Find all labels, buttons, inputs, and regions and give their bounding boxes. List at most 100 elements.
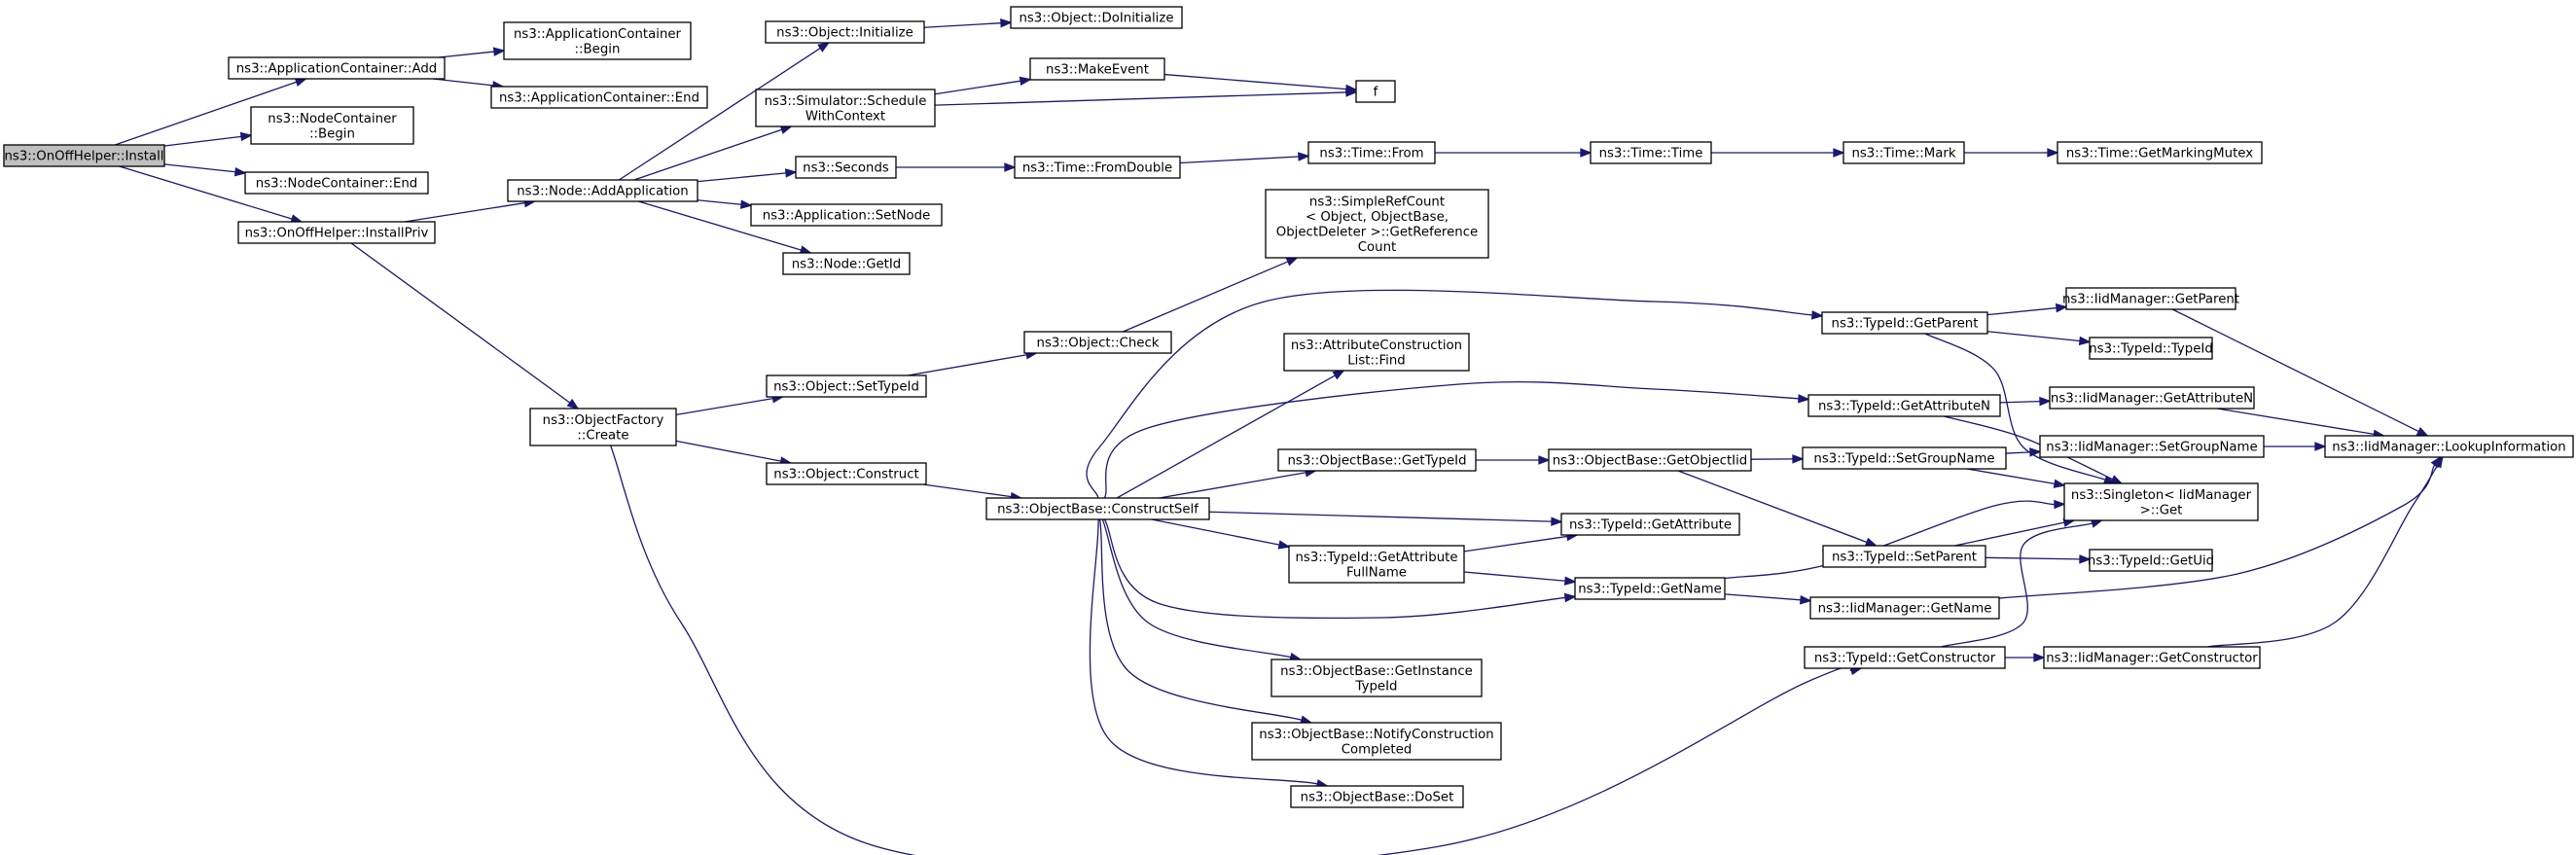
node-label: TypeId bbox=[1355, 679, 1398, 694]
node-iid-getparent[interactable]: ns3::IidManager::GetParent bbox=[2062, 287, 2239, 310]
node-addapp[interactable]: ns3::Node::AddApplication bbox=[507, 179, 698, 202]
node-label: ns3::Time::FromDouble bbox=[1022, 161, 1172, 176]
node-nc-end[interactable]: ns3::NodeContainer::End bbox=[244, 171, 429, 195]
node-app-setnode[interactable]: ns3::Application::SetNode bbox=[750, 203, 943, 227]
edge-line bbox=[1941, 522, 2093, 648]
node-label: ns3::ObjectBase::DoSet bbox=[1301, 791, 1454, 805]
edge-line bbox=[1103, 518, 1566, 620]
edge-addapp-to-app_setnode bbox=[697, 199, 753, 209]
node-tid-getuid[interactable]: ns3::TypeId::GetUid bbox=[2088, 549, 2214, 572]
node-seconds[interactable]: ns3::Seconds bbox=[795, 156, 897, 179]
node-tid-getname[interactable]: ns3::TypeId::GetName bbox=[1574, 577, 1726, 600]
node-ac-end[interactable]: ns3::ApplicationContainer::End bbox=[490, 86, 708, 109]
edge-line bbox=[1103, 380, 1800, 499]
arrowhead bbox=[1019, 76, 1032, 86]
arrowhead bbox=[2314, 442, 2327, 451]
node-iid-lookup[interactable]: ns3::IidManager::LookupInformation bbox=[2324, 435, 2574, 458]
node-ob-doset[interactable]: ns3::ObjectBase::DoSet bbox=[1290, 785, 1464, 808]
node-box bbox=[244, 171, 429, 195]
node-tid-getparent[interactable]: ns3::TypeId::GetParent bbox=[1821, 311, 1988, 335]
edge-line bbox=[609, 445, 1855, 855]
node-ob-notify[interactable]: ns3::ObjectBase::NotifyConstructionCompl… bbox=[1251, 722, 1502, 761]
node-f[interactable]: f bbox=[1355, 80, 1396, 103]
node-time-fromdouble[interactable]: ns3::Time::FromDouble bbox=[1014, 156, 1181, 179]
node-ob-gettypeid[interactable]: ns3::ObjectBase::GetTypeId bbox=[1277, 448, 1477, 472]
node-time-time[interactable]: ns3::Time::Time bbox=[1590, 141, 1712, 164]
edge-tid_setparent-to-singleton bbox=[1954, 517, 2076, 547]
node-nc-begin[interactable]: ns3::NodeContainer::Begin bbox=[250, 106, 414, 145]
arrowhead bbox=[492, 47, 506, 56]
node-ac-add[interactable]: ns3::ApplicationContainer::Add bbox=[228, 56, 446, 80]
edge-tid_setgroup-to-singleton bbox=[1966, 468, 2066, 488]
edge-line bbox=[432, 78, 494, 87]
node-objfactory[interactable]: ns3::ObjectFactory::Create bbox=[529, 408, 677, 446]
node-label: ns3::TypeId::SetGroupName bbox=[1813, 452, 1994, 467]
node-tid-setgroup[interactable]: ns3::TypeId::SetGroupName bbox=[1802, 446, 2007, 470]
node-label: ns3::Time::GetMarkingMutex bbox=[2066, 147, 2253, 161]
node-tid-setparent[interactable]: ns3::TypeId::SetParent bbox=[1822, 545, 1986, 568]
edge-line bbox=[618, 47, 821, 181]
node-iid-getctor[interactable]: ns3::IidManager::GetConstructor bbox=[2043, 646, 2261, 669]
arrowhead bbox=[2433, 455, 2444, 469]
edge-line bbox=[439, 51, 495, 58]
node-box bbox=[1010, 6, 1183, 29]
node-time-mutex[interactable]: ns3::Time::GetMarkingMutex bbox=[2057, 141, 2263, 164]
node-obj-construct[interactable]: ns3::Object::Construct bbox=[766, 462, 927, 485]
node-iid-setgroup[interactable]: ns3::IidManager::SetGroupName bbox=[2039, 435, 2265, 458]
node-label: ::Begin bbox=[575, 42, 621, 56]
node-obj-check[interactable]: ns3::Object::Check bbox=[1023, 331, 1172, 354]
node-obj-settypeid[interactable]: ns3::Object::SetTypeId bbox=[766, 374, 927, 398]
edge-line bbox=[923, 22, 1002, 28]
node-iid-getattrn[interactable]: ns3::IidManager::GetAttributeN bbox=[2049, 386, 2255, 410]
node-box bbox=[1590, 141, 1712, 164]
node-iid-getname[interactable]: ns3::IidManager::GetName bbox=[1809, 596, 2000, 620]
node-label: ns3::SimpleRefCount bbox=[1309, 195, 1445, 209]
node-label: ns3::Object::Check bbox=[1037, 337, 1160, 351]
node-tid-getctor[interactable]: ns3::TypeId::GetConstructor bbox=[1804, 646, 2006, 669]
node-box bbox=[1251, 722, 1502, 761]
arrowhead bbox=[2029, 447, 2042, 457]
node-box bbox=[2049, 386, 2255, 410]
node-obj-doinit[interactable]: ns3::Object::DoInitialize bbox=[1010, 6, 1183, 29]
edge-seconds-to-time_fromdouble bbox=[896, 162, 1017, 172]
node-label: ::Create bbox=[577, 428, 628, 443]
node-ob-getobjectiid[interactable]: ns3::ObjectBase::GetObjectIid bbox=[1548, 448, 1752, 472]
node-label: ns3::TypeId::GetAttribute bbox=[1569, 518, 1732, 533]
node-box bbox=[1014, 156, 1181, 179]
node-obj-init[interactable]: ns3::Object::Initialize bbox=[765, 20, 925, 44]
node-label: ObjectDeleter >::GetReference bbox=[1276, 225, 1478, 239]
node-label: ns3::OnOffHelper::Install bbox=[4, 150, 163, 164]
node-ac-begin[interactable]: ns3::ApplicationContainer::Begin bbox=[503, 21, 692, 60]
arrowhead bbox=[1332, 370, 1345, 380]
edge-line bbox=[1163, 73, 1347, 90]
node-simplerefcount[interactable]: ns3::SimpleRefCount< Object, ObjectBase,… bbox=[1265, 189, 1489, 259]
node-installpriv[interactable]: ns3::OnOffHelper::InstallPriv bbox=[237, 221, 436, 244]
node-install[interactable]: ns3::OnOffHelper::Install bbox=[3, 144, 165, 167]
node-label: ns3::ObjectBase::NotifyConstruction bbox=[1259, 728, 1493, 742]
node-node-getid[interactable]: ns3::Node::GetId bbox=[782, 252, 911, 275]
node-box bbox=[1574, 577, 1726, 600]
node-label: ns3::Seconds bbox=[803, 161, 889, 176]
node-makeevent[interactable]: ns3::MakeEvent bbox=[1029, 57, 1165, 81]
node-tid-getattrn[interactable]: ns3::TypeId::GetAttributeN bbox=[1807, 394, 2001, 417]
arrowhead bbox=[233, 166, 247, 177]
node-label: ns3::TypeId::GetName bbox=[1578, 583, 1722, 597]
node-label: ns3::Object::Construct bbox=[773, 468, 918, 482]
edge-tid_getctor-to-singleton bbox=[1941, 518, 2104, 648]
node-time-from[interactable]: ns3::Time::From bbox=[1307, 141, 1436, 164]
node-singleton[interactable]: ns3::Singleton< IidManager >::Get bbox=[2063, 482, 2259, 521]
node-box bbox=[1277, 448, 1477, 472]
node-box bbox=[1809, 596, 2000, 620]
node-time-mark[interactable]: ns3::Time::Mark bbox=[1843, 141, 1965, 164]
node-box bbox=[507, 179, 698, 202]
edge-iid_getparent-to-iid_lookup bbox=[2171, 308, 2429, 437]
node-tid-typeid[interactable]: ns3::TypeId::TypeId bbox=[2089, 337, 2213, 360]
node-constructself[interactable]: ns3::ObjectBase::ConstructSelf bbox=[985, 497, 1210, 520]
node-box bbox=[2057, 141, 2263, 164]
arrowhead bbox=[739, 199, 753, 209]
node-tid-getattribute[interactable]: ns3::TypeId::GetAttribute bbox=[1560, 513, 1740, 536]
